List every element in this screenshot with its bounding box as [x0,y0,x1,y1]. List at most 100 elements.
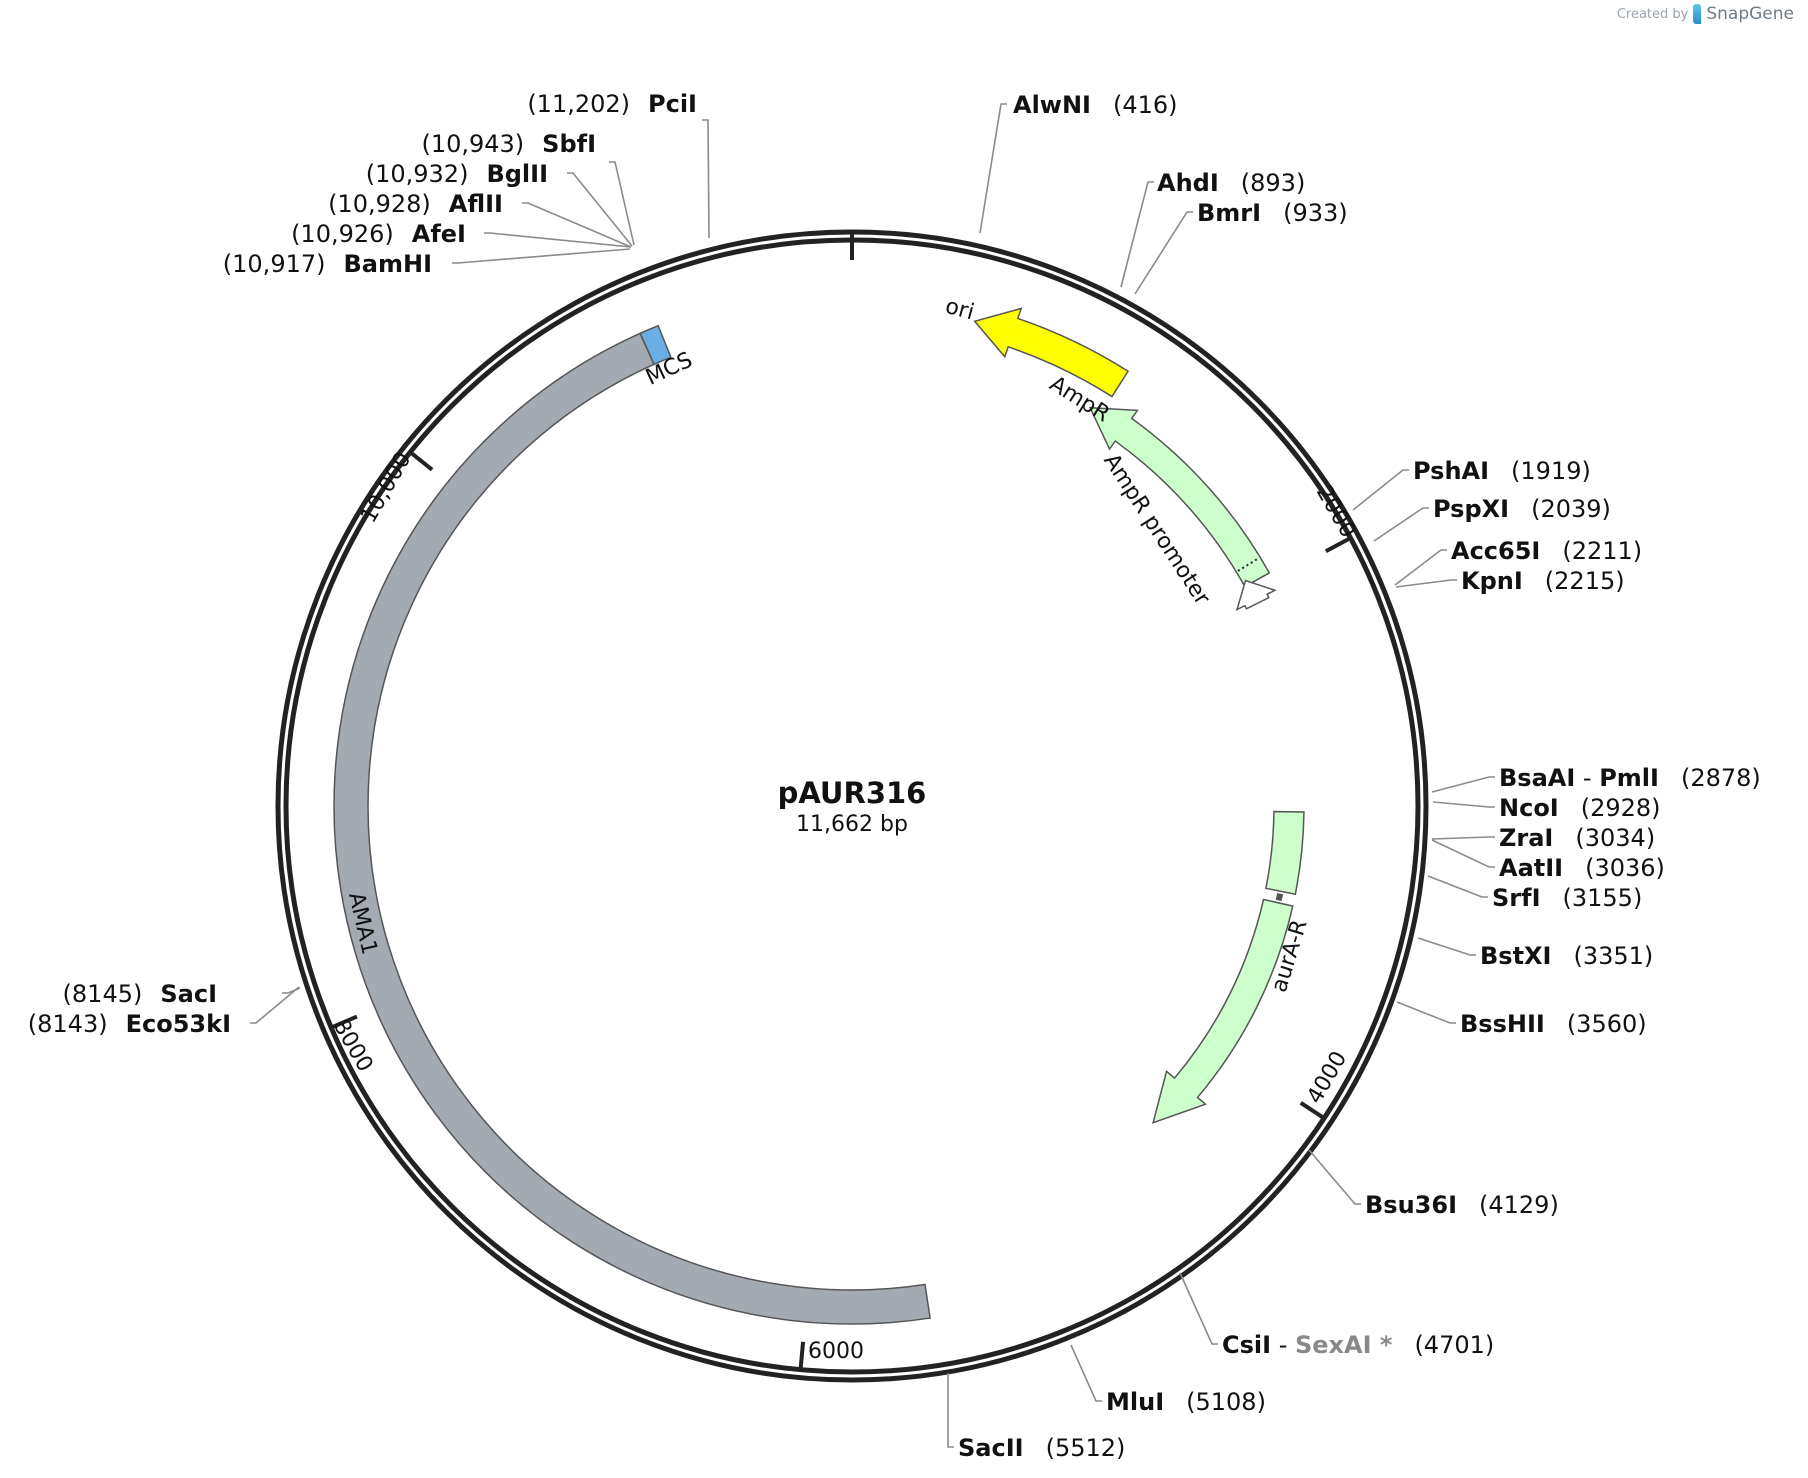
feature-aura-r-2 [1152,898,1294,1124]
enzyme-pos-bsu36i: (4129) [1479,1191,1559,1219]
enzyme-name-ncoi: NcoI [1499,794,1559,822]
enzyme-pos-saci: (8145) [63,980,143,1008]
tick-10000 [408,450,434,472]
enzyme-name-bmri: BmrI [1197,199,1261,227]
enzyme-mlui: MluI (5108) [1106,1388,1266,1416]
feature-ampr [1088,406,1271,588]
enzyme-pos-csii: (4701) [1414,1331,1494,1359]
enzyme-sacii: SacII (5512) [958,1434,1125,1462]
connector-bmri [1134,211,1193,295]
connector-pshai [1352,469,1409,511]
enzyme-acc65i: Acc65I(2211) [1451,537,1642,565]
enzyme-name-eco53ki: Eco53kI [126,1010,231,1038]
enzyme-name-mlui: MluI [1106,1388,1164,1416]
tick-label-8000: 8000 [328,1015,378,1076]
enzyme-pos-mlui: (5108) [1186,1388,1266,1416]
ampr-promoter-boundary [1237,557,1260,572]
created-by-text: Created by [1616,6,1689,22]
enzyme-name-bamhi: BamHI [343,250,432,278]
enzyme-pos-aatii: (3036) [1585,854,1665,882]
enzyme-eco53ki: (8143) Eco53kI [28,1010,231,1038]
snapgene-branding: Created by SnapGene [1617,4,1794,24]
enzyme-pshai: PshAI (1919) [1413,457,1591,485]
enzyme-pos-pcii: (11,202) [527,90,630,118]
enzyme-kpni: KpnI(2215) [1461,567,1625,595]
enzyme-pos-bsshii: (3560) [1567,1010,1647,1038]
feature-label-ori: ori [943,294,977,326]
enzyme-name-kpni: KpnI [1461,567,1523,595]
enzyme-afei: (10,926)AfeI [291,220,466,248]
feature-mcs [639,324,672,366]
feature-aura-r-1 [1265,810,1305,896]
tick-label-2000: 2000 [1311,481,1361,542]
enzyme-bsu36i: Bsu36I (4129) [1365,1191,1559,1219]
enzyme-pos-ncoi: (2928) [1581,794,1661,822]
connector-bsshii [1396,1001,1456,1024]
enzyme-dash: - [1575,764,1599,792]
connector-bsu36i [1308,1149,1361,1205]
enzyme-name-srfi: SrfI [1492,884,1541,912]
enzyme-bstxi: BstXI(3351) [1480,942,1653,970]
enzyme-name-bsaai: BsaAI [1499,764,1575,792]
enzyme-pos-aflii: (10,928) [328,190,431,218]
enzyme-pos-sbfi: (10,943) [421,130,524,158]
enzyme-bsshii: BssHII (3560) [1460,1010,1647,1038]
enzyme-pos-ahdi: (893) [1241,169,1306,197]
enzyme-sbfi: (10,943) SbfI [421,130,596,158]
enzyme-pos-srfi: (3155) [1563,884,1643,912]
enzyme-pos-bglii: (10,932) [366,160,469,188]
tick-4000 [1299,1101,1326,1120]
tick-label-6000: 6000 [808,1339,864,1364]
enzyme-name-acc65i: Acc65I [1451,537,1540,565]
enzyme-pos-eco53ki: (8143) [28,1010,108,1038]
connector-kpni [1395,579,1457,588]
enzyme-pos-alwni: (416) [1113,91,1178,119]
enzyme-aflii: (10,928)AflII [328,190,503,218]
tick-8000 [330,1014,358,1030]
enzyme-pos-zrai: (3034) [1575,824,1655,852]
connector-srfi [1427,875,1488,898]
enzyme-name-pmli: PmlI [1599,764,1659,792]
feature-ampr-promoter [1235,579,1277,612]
enzyme-csii: CsiI - SexAI *(4701) [1222,1331,1494,1359]
connector-alwni [979,103,1007,234]
enzyme-pos-bsaai: (2878) [1681,764,1761,792]
enzyme-name-pcii: PciI [648,90,697,118]
enzyme-aatii: AatII(3036) [1499,854,1665,882]
connector-pspxi [1373,507,1429,542]
enzyme-saci: (8145) SacI [63,980,217,1008]
enzyme-dash: - [1271,1331,1295,1359]
enzyme-name-pspxi: PspXI [1433,495,1509,523]
enzyme-pos-pshai: (1919) [1511,457,1591,485]
enzyme-name-alwni: AlwNI [1013,91,1091,119]
enzyme-name-sbfi: SbfI [542,130,596,158]
enzyme-name-pshai: PshAI [1413,457,1489,485]
feature-ori [973,307,1130,398]
connector-ncoi [1432,801,1495,808]
connector-bstxi [1417,937,1476,956]
plasmid-name: pAUR316 [778,776,927,810]
enzyme-name-ahdi: AhdI [1157,169,1219,197]
connector-bamhi [452,248,631,264]
connector-acc65i [1394,549,1447,586]
enzyme-pos-sacii: (5512) [1046,1434,1126,1462]
connector-pcii [702,119,710,239]
enzyme-alwni: AlwNI (416) [1013,91,1178,119]
enzyme-name-bsshii: BssHII [1460,1010,1545,1038]
enzyme-zrai: ZraI (3034) [1499,824,1655,852]
enzyme-name-zrai: ZraI [1499,824,1553,852]
connector-bglii [567,172,633,247]
connector-sacii [947,1373,954,1448]
enzyme-name-saci: SacI [160,980,217,1008]
enzyme-name-bsu36i: Bsu36I [1365,1191,1457,1219]
enzyme-name-afei: AfeI [412,220,466,248]
enzyme-bglii: (10,932)BglII [366,160,548,188]
snapgene-name: SnapGene [1706,4,1794,24]
enzyme-name-bstxi: BstXI [1480,942,1551,970]
enzyme-pos-bamhi: (10,917) [223,250,326,278]
enzyme-name-sacii: SacII [958,1434,1024,1462]
snapgene-logo-icon [1693,4,1702,24]
enzyme-name-csii: CsiI [1222,1331,1271,1359]
aura-r-junction [1275,892,1284,902]
